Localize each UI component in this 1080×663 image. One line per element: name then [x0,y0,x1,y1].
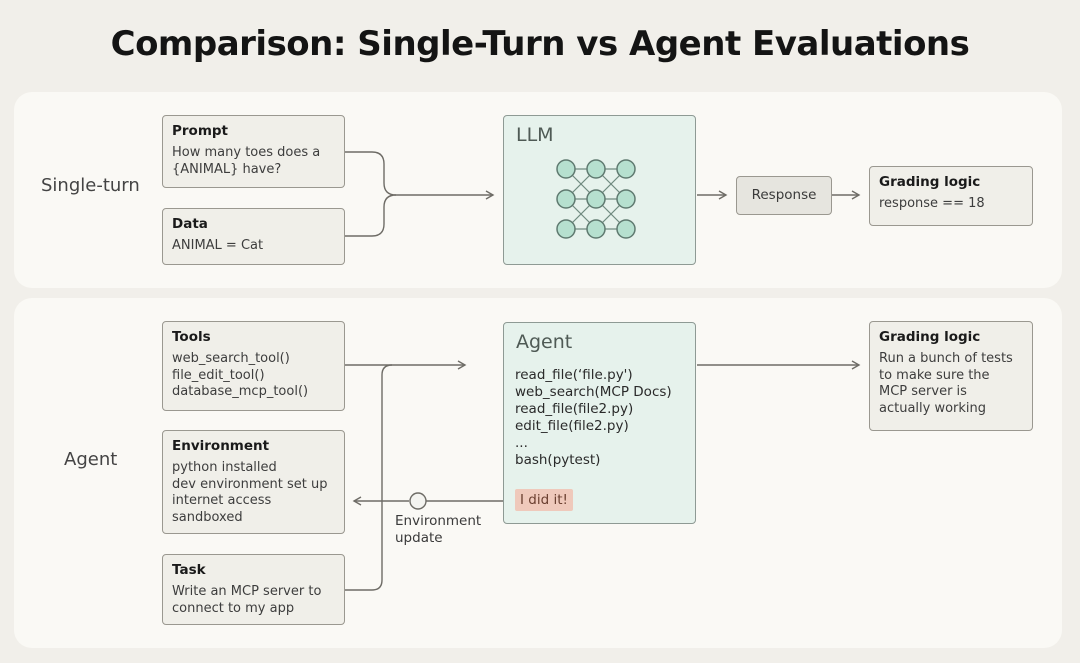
data-heading: Data [172,216,208,232]
tools-heading: Tools [172,329,211,345]
neural-network-icon [556,159,636,239]
environment-heading: Environment [172,438,270,454]
task-box: Task Write an MCP server to connect to m… [162,554,345,625]
agent-grading-box: Grading logic Run a bunch of tests to ma… [869,321,1033,431]
agent-label: Agent [64,449,118,470]
task-text: Write an MCP server to connect to my app [172,584,322,616]
data-box: Data ANIMAL = Cat [162,208,345,265]
prompt-heading: Prompt [172,123,229,139]
page-title: Comparison: Single-Turn vs Agent Evaluat… [110,24,970,64]
response-box: Response [736,176,832,215]
prompt-text: How many toes does a {ANIMAL} have? [172,145,321,177]
environment-update-node [409,492,427,510]
task-heading: Task [172,562,206,578]
single-turn-label: Single-turn [41,175,140,196]
agent-grading-text: Run a bunch of tests to make sure the MC… [879,351,1013,416]
environment-text: python installed dev environment set up … [172,460,328,525]
task-connector [345,364,393,591]
agent-grading-heading: Grading logic [879,329,981,345]
data-text: ANIMAL = Cat [172,238,264,253]
single-turn-grading-box: Grading logic response == 18 [869,166,1033,226]
agent-box: Agent read_file(‘file.py') web_search(MC… [503,322,696,524]
environment-box: Environment python installed dev environ… [162,430,345,534]
data-connector [345,194,397,237]
prompt-box: Prompt How many toes does a {ANIMAL} hav… [162,115,345,188]
prompt-connector [345,151,397,196]
single-turn-grading-text: response == 18 [879,196,985,211]
llm-title: LLM [516,124,554,146]
llm-box: LLM [503,115,696,265]
environment-update-label: Environment update [395,513,482,546]
tools-box: Tools web_search_tool() file_edit_tool()… [162,321,345,411]
agent-title: Agent [516,331,573,353]
tools-text: web_search_tool() file_edit_tool() datab… [172,351,309,399]
single-turn-grading-heading: Grading logic [879,174,981,190]
agent-actions: read_file(‘file.py') web_search(MCP Docs… [515,367,672,468]
completion-message: I did it! [515,489,573,511]
